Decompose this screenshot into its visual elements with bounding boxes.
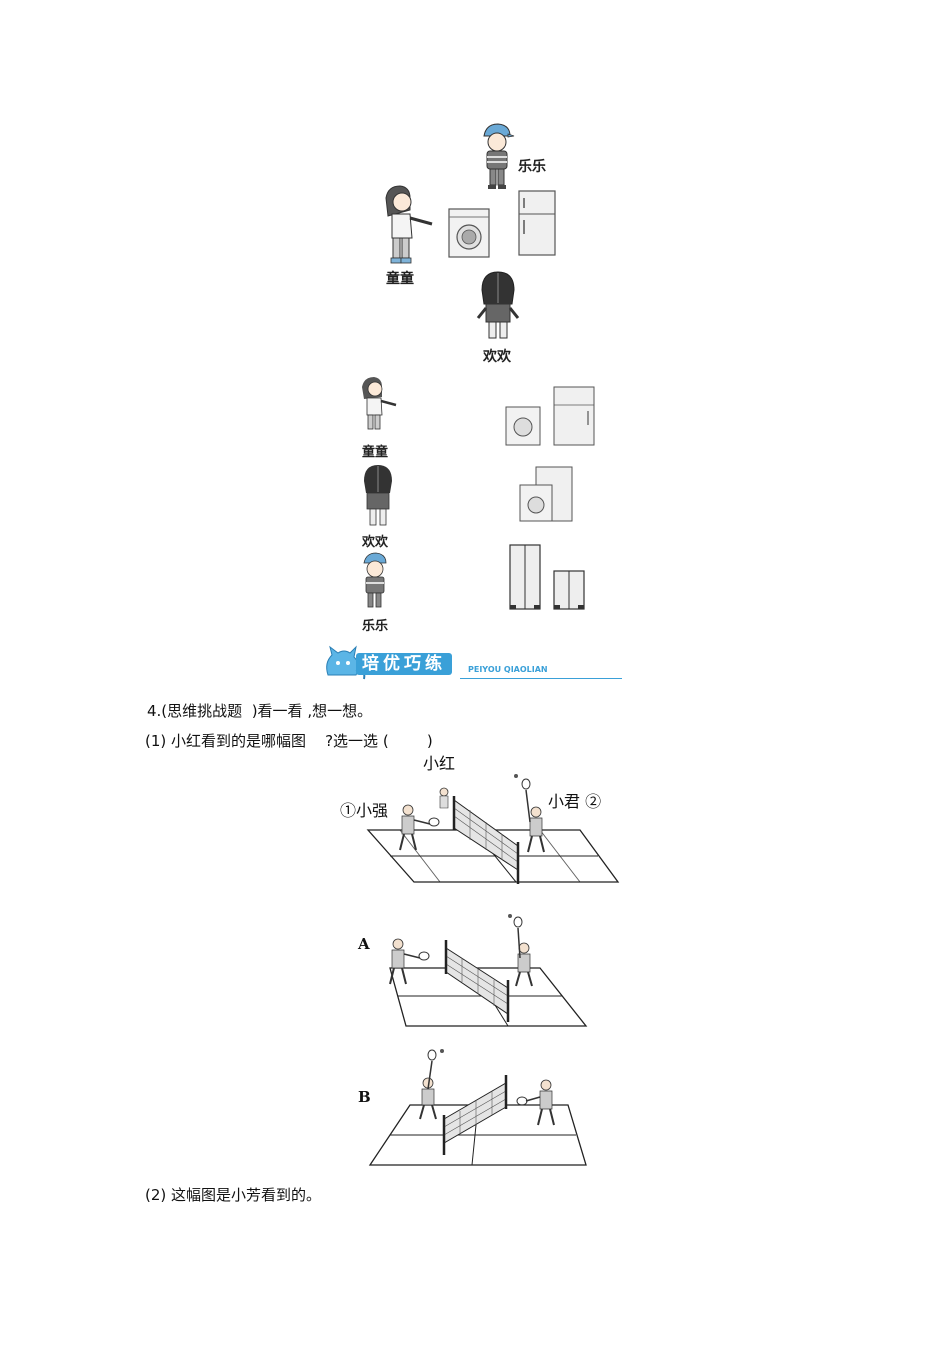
banner-title: 培优巧练	[362, 654, 446, 674]
tongtong-figure	[385, 185, 433, 264]
main-court-drawing	[366, 774, 620, 884]
option-lele-figure	[363, 552, 387, 608]
main-court-illustration: 小红 ①小强 小君 ②	[340, 750, 620, 890]
banner-underline	[460, 678, 622, 679]
scene-illustration: 乐乐 童童 欢欢	[370, 118, 590, 368]
court-label-xiaohong: 小红	[423, 754, 456, 773]
huanhuan-label: 欢欢	[483, 349, 511, 365]
option-lele-view	[509, 544, 585, 610]
court-label-xiaojun: 小君 ②	[548, 792, 602, 811]
tongtong-label: 童童	[386, 271, 414, 287]
banner: 培优巧练 PEIYOU QIAOLIAN	[322, 645, 624, 685]
options-panel: 童童 欢欢 乐乐	[350, 375, 600, 635]
question4-part2: (2) 这幅图是小芳看到的。	[145, 1186, 322, 1204]
washing-machine-icon	[448, 208, 490, 258]
option-huanhuan-label: 欢欢	[362, 535, 389, 550]
lele-figure	[483, 123, 515, 189]
option-tongtong-view	[505, 386, 595, 446]
option-lele-label: 乐乐	[362, 619, 389, 634]
option-tongtong-figure	[362, 377, 397, 430]
banner-title-box: 培优巧练	[356, 653, 452, 675]
huanhuan-figure	[476, 271, 520, 339]
lele-label: 乐乐	[518, 159, 546, 175]
question4-heading: 4.(思维挑战题 )看一看 ,想一想。	[147, 702, 373, 720]
refrigerator-icon	[518, 190, 556, 256]
option-a-label[interactable]: A	[358, 935, 370, 953]
option-huanhuan-figure	[364, 465, 392, 526]
option-huanhuan-view	[519, 466, 573, 522]
option-tongtong-label: 童童	[362, 445, 389, 460]
banner-subtitle: PEIYOU QIAOLIAN	[468, 665, 548, 674]
question4-part1: (1) 小红看到的是哪幅图 ?选一选 ( )	[145, 732, 433, 750]
option-a-court[interactable]	[350, 910, 590, 1032]
option-b-court[interactable]	[360, 1045, 592, 1169]
option-b-label[interactable]: B	[358, 1088, 371, 1106]
court-label-xiaoqiang: ①小强	[340, 801, 389, 820]
